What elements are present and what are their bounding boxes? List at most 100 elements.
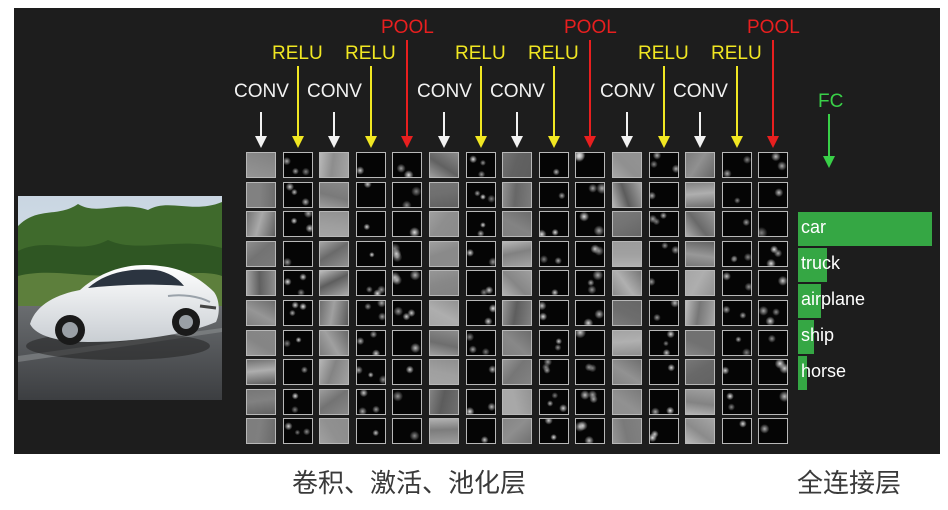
feature-map-cell xyxy=(319,241,349,267)
feature-map-cell xyxy=(246,211,276,237)
feature-map-cell xyxy=(356,418,386,444)
fc-layer-caption: 全连接层 xyxy=(797,469,902,499)
feature-map-cell xyxy=(685,182,715,208)
feature-map-cell xyxy=(539,241,569,267)
feature-map-cell xyxy=(392,359,422,385)
feature-map-cell xyxy=(575,359,605,385)
feature-map-cell xyxy=(356,152,386,178)
layer-label-conv: CONV xyxy=(673,81,728,102)
class-label: ship xyxy=(801,325,835,345)
feature-map-cell xyxy=(246,270,276,296)
feature-map-cell xyxy=(283,300,313,326)
feature-map-cell xyxy=(612,211,642,237)
feature-map-cell xyxy=(612,359,642,385)
feature-map-cell xyxy=(429,182,459,208)
feature-map-cell xyxy=(246,182,276,208)
feature-map-cell xyxy=(283,330,313,356)
feature-map-cell xyxy=(466,389,496,415)
feature-map-cell xyxy=(502,241,532,267)
class-score-bar xyxy=(798,320,814,354)
class-score-bar xyxy=(798,212,932,246)
feature-map-cell xyxy=(502,211,532,237)
feature-map-cell xyxy=(246,330,276,356)
layer-label-relu: RELU xyxy=(711,43,762,64)
feature-map-cell xyxy=(649,389,679,415)
fc-arrow-icon xyxy=(823,114,835,168)
feature-map-cell xyxy=(466,330,496,356)
layer-label-conv: CONV xyxy=(234,81,289,102)
feature-map-cell xyxy=(649,300,679,326)
feature-map-cell xyxy=(502,270,532,296)
class-label: car xyxy=(801,217,827,237)
class-label: horse xyxy=(801,361,847,381)
layer-arrow-icon xyxy=(621,112,633,148)
layer-arrow-icon xyxy=(328,112,340,148)
car-photo-icon xyxy=(18,196,222,400)
feature-map-cell xyxy=(392,330,422,356)
feature-map-cell xyxy=(392,300,422,326)
feature-map-cell xyxy=(283,182,313,208)
layer-label-pool: POOL xyxy=(564,17,617,38)
feature-map-cell xyxy=(758,241,788,267)
feature-map-cell xyxy=(466,182,496,208)
feature-map-cell xyxy=(539,418,569,444)
layer-label-conv: CONV xyxy=(600,81,655,102)
feature-map-cell xyxy=(722,359,752,385)
layer-arrow-icon xyxy=(401,40,413,148)
feature-map-cell xyxy=(539,152,569,178)
feature-map-cell xyxy=(612,330,642,356)
feature-map-cell xyxy=(722,389,752,415)
feature-map-cell xyxy=(246,152,276,178)
feature-map-cell xyxy=(319,270,349,296)
feature-map-cell xyxy=(392,152,422,178)
feature-map-cell xyxy=(392,241,422,267)
feature-map-cell xyxy=(429,418,459,444)
feature-map-cell xyxy=(649,418,679,444)
feature-map-cell xyxy=(758,270,788,296)
feature-map-cell xyxy=(685,359,715,385)
feature-map-cell xyxy=(722,330,752,356)
feature-map-cell xyxy=(539,389,569,415)
feature-map-cell xyxy=(246,241,276,267)
class-score-bar xyxy=(798,356,807,390)
feature-map-cell xyxy=(758,330,788,356)
feature-map-cell xyxy=(649,330,679,356)
layer-arrow-icon xyxy=(694,112,706,148)
feature-map-cell xyxy=(319,330,349,356)
layer-arrow-icon xyxy=(584,40,596,148)
feature-map-cell xyxy=(502,359,532,385)
feature-map-cell xyxy=(649,211,679,237)
feature-map-cell xyxy=(758,182,788,208)
layer-arrow-icon xyxy=(658,66,670,148)
layer-label-relu: RELU xyxy=(528,43,579,64)
feature-map-cell xyxy=(612,182,642,208)
layer-arrow-icon xyxy=(365,66,377,148)
feature-map-cell xyxy=(539,182,569,208)
feature-map-cell xyxy=(356,300,386,326)
feature-map-cell xyxy=(685,389,715,415)
feature-map-cell xyxy=(575,241,605,267)
layer-label-conv: CONV xyxy=(417,81,472,102)
feature-map-cell xyxy=(685,330,715,356)
layer-arrow-icon xyxy=(255,112,267,148)
feature-map-cell xyxy=(466,270,496,296)
feature-map-cell xyxy=(502,152,532,178)
feature-map-cell xyxy=(392,211,422,237)
feature-map-cell xyxy=(356,241,386,267)
feature-map-cell xyxy=(539,300,569,326)
feature-map-cell xyxy=(575,300,605,326)
layer-arrow-icon xyxy=(511,112,523,148)
feature-map-cell xyxy=(539,211,569,237)
feature-map-cell xyxy=(539,270,569,296)
class-score-bar xyxy=(798,284,821,318)
feature-map-cell xyxy=(758,389,788,415)
feature-map-cell xyxy=(722,270,752,296)
input-car-image xyxy=(18,196,222,400)
feature-map-cell xyxy=(722,152,752,178)
feature-map-cell xyxy=(429,359,459,385)
feature-map-cell xyxy=(575,389,605,415)
feature-map-cell xyxy=(429,270,459,296)
feature-map-cell xyxy=(575,270,605,296)
layer-arrow-icon xyxy=(292,66,304,148)
feature-map-cell xyxy=(429,241,459,267)
